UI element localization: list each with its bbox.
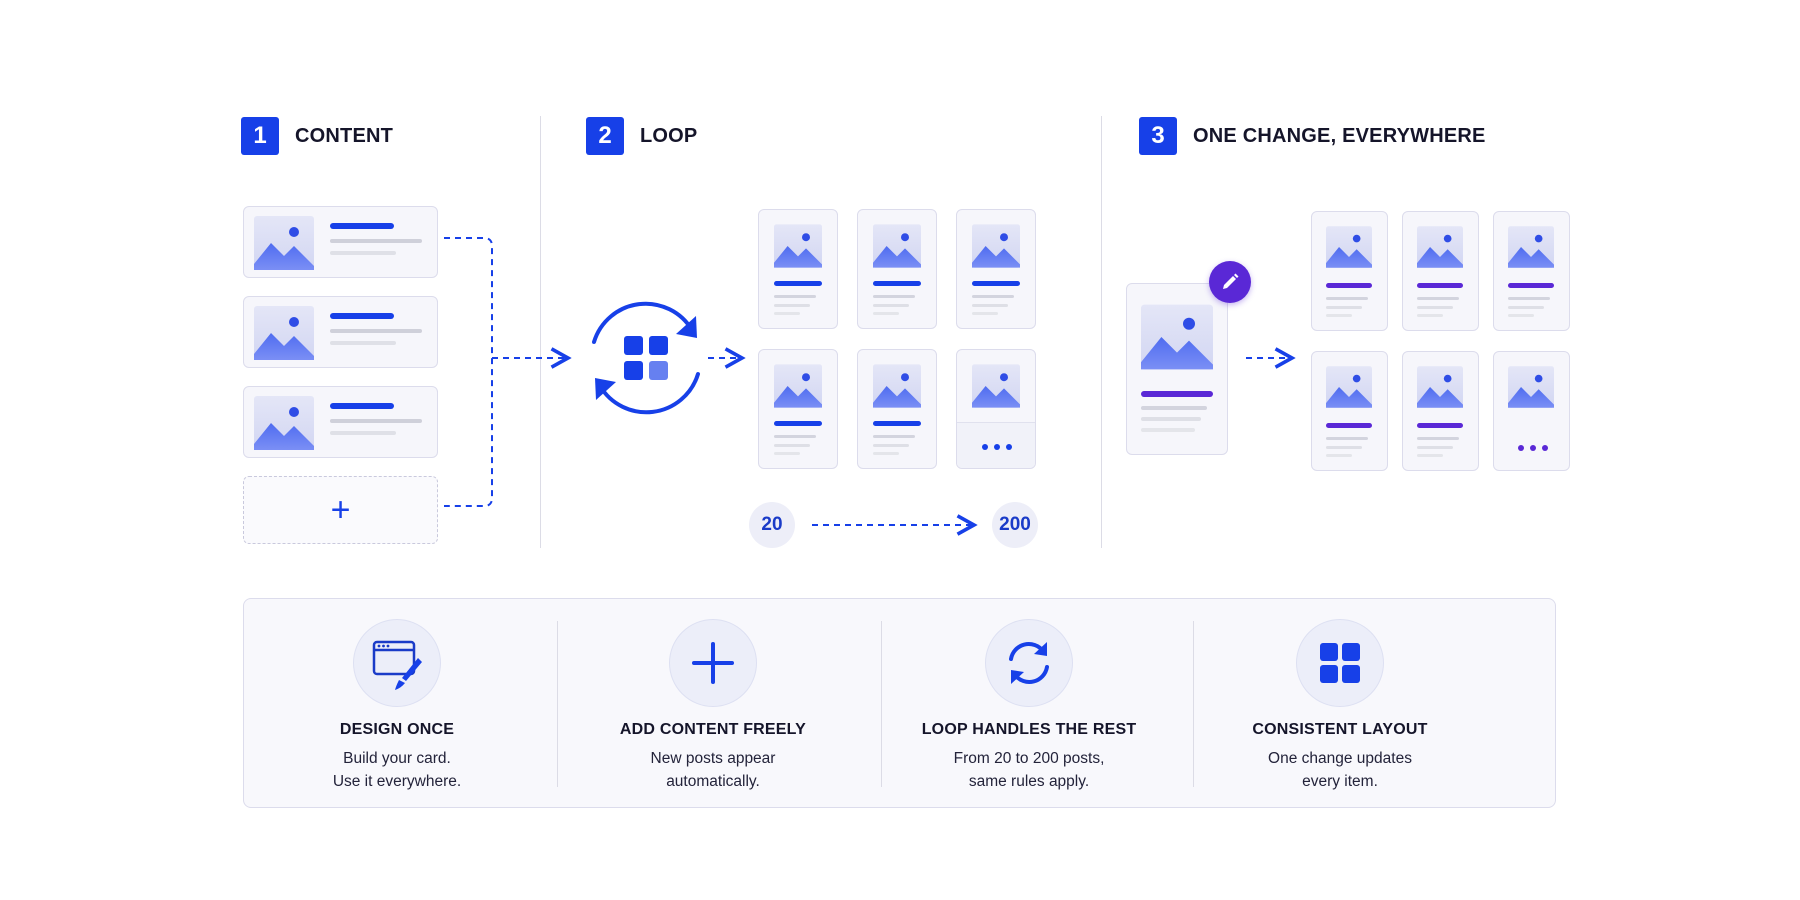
master-card[interactable] [1126, 283, 1228, 455]
feature-consistent-layout: CONSISTENT LAYOUT One change updates eve… [1185, 599, 1495, 807]
loop-item-card[interactable] [758, 349, 838, 469]
feature-divider [1193, 621, 1194, 787]
text-lines-icon [1417, 283, 1463, 317]
image-placeholder-icon [1326, 226, 1372, 268]
image-placeholder-icon [972, 364, 1020, 408]
loop-item-card[interactable] [857, 209, 937, 329]
feature-add-content-freely: ADD CONTENT FREELY New posts appear auto… [558, 599, 868, 807]
feature-desc-line: One change updates [1268, 750, 1412, 767]
loop-icon [592, 301, 700, 415]
updated-item-card[interactable] [1402, 351, 1479, 471]
refresh-icon [985, 619, 1073, 707]
section-divider-2 [1101, 116, 1102, 548]
loop-item-card[interactable] [857, 349, 937, 469]
text-lines-icon [1508, 283, 1554, 317]
feature-divider [557, 621, 558, 787]
section-divider-1 [540, 116, 541, 548]
feature-divider [881, 621, 882, 787]
feature-desc-line: automatically. [666, 773, 760, 790]
step-3-title: ONE CHANGE, EVERYWHERE [1193, 124, 1486, 147]
feature-desc-line: same rules apply. [968, 773, 1090, 790]
image-placeholder-icon [1417, 366, 1463, 408]
image-placeholder-icon [1141, 304, 1213, 370]
feature-desc-line: Build your card. [343, 750, 451, 767]
feature-desc-line: Use it everywhere. [332, 773, 462, 790]
text-lines-icon [1417, 423, 1463, 457]
features-panel: DESIGN ONCE Build your card. Use it ever… [243, 598, 1556, 808]
content-card[interactable] [243, 386, 438, 458]
feature-title: CONSISTENT LAYOUT [1252, 721, 1428, 738]
edit-button[interactable] [1209, 261, 1251, 303]
content-card[interactable] [243, 296, 438, 368]
loop-item-card[interactable] [956, 209, 1036, 329]
feature-description: New posts appear automatically. [558, 747, 868, 793]
feature-title: LOOP HANDLES THE REST [921, 721, 1137, 738]
image-placeholder-icon [1508, 366, 1554, 408]
feature-desc-line: every item. [1302, 773, 1378, 790]
step-2-badge: 2 [586, 117, 624, 155]
text-lines-icon [774, 421, 822, 455]
loop-item-card[interactable] [758, 209, 838, 329]
updated-item-card[interactable] [1311, 211, 1388, 331]
image-placeholder-icon [1508, 226, 1554, 268]
updated-item-card[interactable] [1311, 351, 1388, 471]
image-placeholder-icon [774, 224, 822, 268]
pencil-icon [1223, 273, 1239, 289]
plus-icon: + [330, 491, 351, 529]
text-lines-icon [330, 403, 422, 435]
step-2-title: LOOP [640, 124, 698, 147]
image-placeholder-icon [972, 224, 1020, 268]
content-connector-bracket [444, 237, 493, 507]
text-lines-icon [330, 223, 422, 255]
image-placeholder-icon [1326, 366, 1372, 408]
image-placeholder-icon [1417, 226, 1463, 268]
plus-icon [669, 619, 757, 707]
text-lines-icon [873, 421, 921, 455]
feature-description: From 20 to 200 posts, same rules apply. [874, 747, 1184, 793]
text-lines-icon [330, 313, 422, 345]
text-lines-icon [774, 281, 822, 315]
text-lines-icon [873, 281, 921, 315]
text-lines-icon [972, 281, 1020, 315]
image-placeholder-icon [873, 224, 921, 268]
design-brush-icon [353, 619, 441, 707]
feature-desc-line: From 20 to 200 posts, [953, 750, 1105, 767]
feature-desc-line: New posts appear [650, 750, 776, 767]
text-lines-icon [1326, 283, 1372, 317]
step-1-title: CONTENT [295, 124, 394, 147]
content-card[interactable] [243, 206, 438, 278]
step-3-header: 3 ONE CHANGE, EVERYWHERE [1139, 117, 1486, 155]
grid-icon [1296, 619, 1384, 707]
more-dots-icon [1518, 445, 1548, 451]
step-1-badge: 1 [241, 117, 279, 155]
count-end: 200 [992, 502, 1038, 548]
step-3-badge: 3 [1139, 117, 1177, 155]
feature-title: ADD CONTENT FREELY [619, 721, 807, 738]
feature-description: Build your card. Use it everywhere. [242, 747, 552, 793]
image-placeholder-icon [873, 364, 921, 408]
text-lines-icon [1326, 423, 1372, 457]
updated-item-card[interactable] [1493, 211, 1570, 331]
feature-title: DESIGN ONCE [339, 721, 455, 738]
step-1-header: 1 CONTENT [241, 117, 393, 155]
feature-design-once: DESIGN ONCE Build your card. Use it ever… [242, 599, 552, 807]
loop-item-card-more[interactable] [956, 349, 1036, 469]
step-2-header: 2 LOOP [586, 117, 697, 155]
add-content-card[interactable]: + [243, 476, 438, 544]
updated-item-card-more[interactable] [1493, 351, 1570, 471]
image-placeholder-icon [774, 364, 822, 408]
feature-description: One change updates every item. [1185, 747, 1495, 793]
feature-loop-handles-the-rest: LOOP HANDLES THE REST From 20 to 200 pos… [874, 599, 1184, 807]
updated-item-card[interactable] [1402, 211, 1479, 331]
text-lines-icon [1141, 391, 1213, 432]
more-dots-icon [982, 444, 1012, 450]
count-start: 20 [749, 502, 795, 548]
